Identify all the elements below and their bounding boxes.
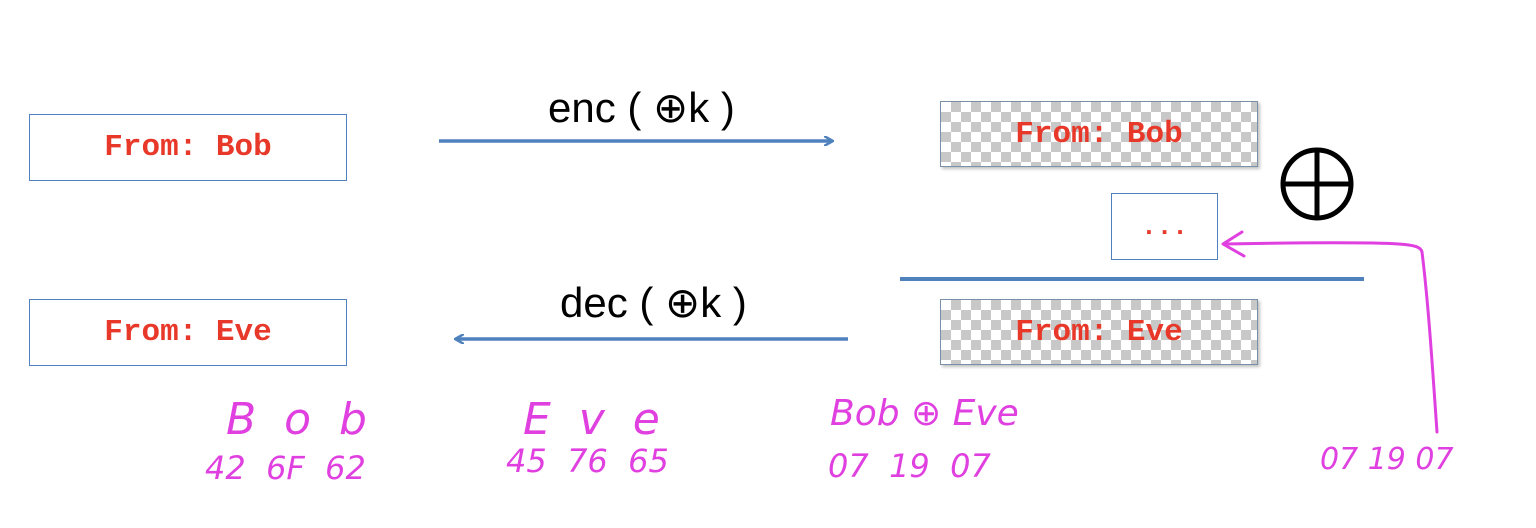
- ciphertext-bob-text: From: Bob: [1015, 116, 1183, 152]
- encrypt-label: enc ( ⊕k ): [548, 84, 735, 131]
- xor-patch-box: ...: [1111, 193, 1218, 260]
- decrypt-label: dec ( ⊕k ): [560, 279, 747, 326]
- xor-patch-text: ...: [1141, 211, 1188, 242]
- bob-hex: 42 6F 62: [205, 449, 366, 487]
- xor-icon: [1279, 146, 1355, 222]
- xor-label: Bob ⊕ Eve: [830, 393, 1019, 434]
- eve-letters: E v e: [523, 394, 660, 445]
- ciphertext-eve-text: From: Eve: [1015, 314, 1183, 350]
- plaintext-box-eve: From: Eve: [29, 299, 347, 366]
- plaintext-bob-text: From: Bob: [104, 130, 272, 165]
- xor-hex: 07 19 07: [828, 447, 991, 485]
- ciphertext-box-bob: From: Bob: [940, 101, 1258, 167]
- ciphertext-box-eve: From: Eve: [940, 299, 1258, 365]
- patch-hex: 07 19 07: [1320, 442, 1454, 477]
- bob-letters: B o b: [226, 394, 367, 445]
- handwritten-pointer: [1223, 241, 1439, 434]
- eve-hex: 45 76 65: [506, 442, 669, 480]
- plaintext-box-bob: From: Bob: [29, 114, 347, 181]
- handwritten-pointer-head: [1221, 230, 1246, 258]
- plaintext-eve-text: From: Eve: [104, 315, 272, 350]
